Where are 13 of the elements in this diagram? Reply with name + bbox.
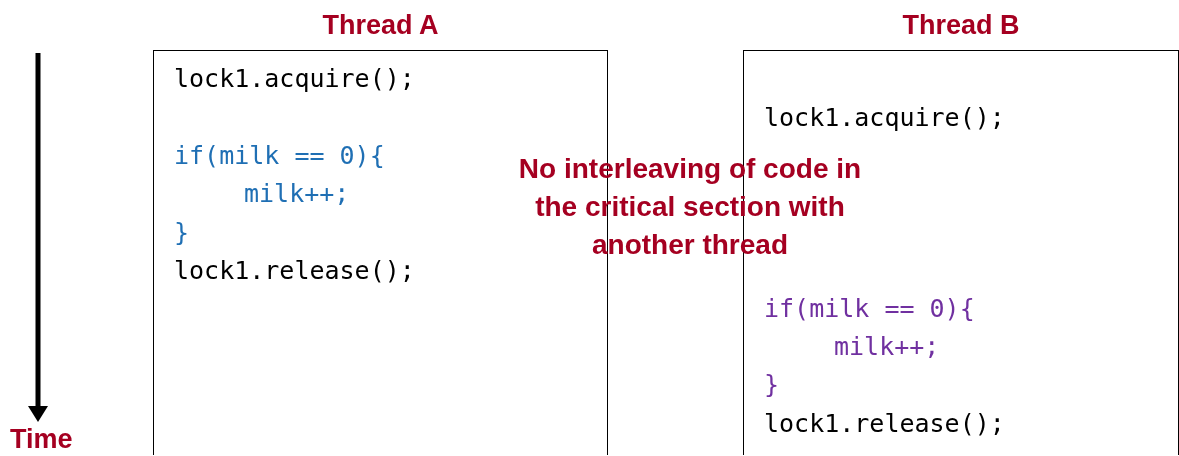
code-line: } xyxy=(764,370,780,400)
code-line: if(milk == 0){ xyxy=(764,294,975,324)
code-line: } xyxy=(174,218,190,248)
code-line: lock1.release(); xyxy=(174,256,415,286)
axis-label: Time xyxy=(10,424,73,455)
thread-heading: Thread A xyxy=(321,10,440,41)
code-line: milk++; xyxy=(244,179,350,209)
code-line: lock1.acquire(); xyxy=(174,64,415,94)
code-line: lock1.release(); xyxy=(764,409,1005,439)
code-line: milk++; xyxy=(834,332,940,362)
code-line: if(milk == 0){ xyxy=(174,141,385,171)
thread-heading: Thread B xyxy=(901,10,1021,41)
code-line: lock1.acquire(); xyxy=(764,103,1005,133)
